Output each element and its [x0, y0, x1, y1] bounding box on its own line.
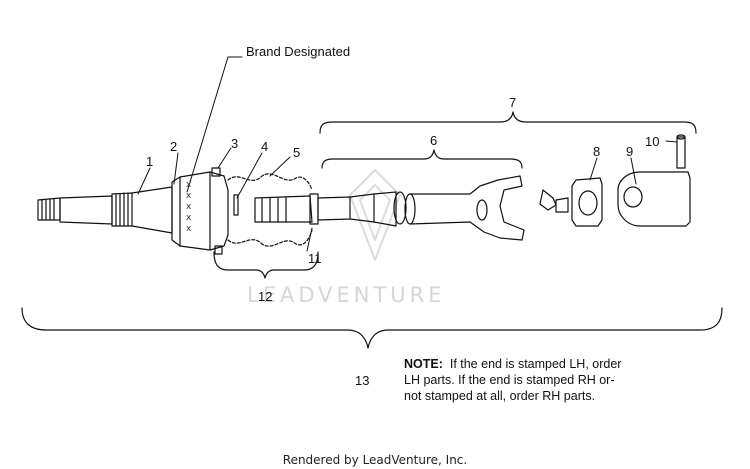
note-line-1: NOTE: If the end is stamped LH, order — [404, 356, 664, 372]
part-label-9: 9 — [626, 144, 634, 159]
roll-pin-part-10 — [676, 134, 686, 169]
cv-housing-part-2 — [171, 167, 229, 255]
snap-ring-part-4 — [233, 194, 239, 216]
part-label-4: 4 — [261, 139, 269, 154]
clamp-part-5 — [227, 173, 313, 247]
part-label-7: 7 — [509, 95, 517, 110]
stamp-mark: x — [186, 191, 192, 201]
stamp-mark: x — [186, 224, 192, 234]
note-text-1: If the end is stamped LH, order — [449, 357, 622, 371]
note-line-2: LH parts. If the end is stamped RH or- — [404, 373, 615, 387]
brand-designated-label: Brand Designated — [246, 44, 351, 59]
part-label-13: 13 — [355, 373, 370, 388]
part-label-10: 10 — [645, 134, 660, 149]
stamp-mark: x — [186, 213, 192, 223]
watermark-text: LEADVENTURE — [247, 283, 446, 307]
part-label-12: 12 — [258, 289, 273, 304]
brace-part-6 — [321, 149, 523, 169]
u-joint-part-8 — [539, 177, 603, 227]
part-label-6: 6 — [430, 133, 438, 148]
yoke-shaft-part-6 — [404, 175, 525, 241]
leader-lines — [137, 56, 678, 252]
ordering-note: NOTE: If the end is stamped LH, order LH… — [404, 356, 664, 404]
stamp-mark: x — [186, 180, 192, 190]
part-label-5: 5 — [293, 145, 301, 160]
brace-part-13 — [21, 307, 723, 349]
part-label-2: 2 — [170, 139, 178, 154]
brace-part-12 — [213, 251, 319, 279]
footer-credit: Rendered by LeadVenture, Inc. — [282, 453, 468, 467]
part-label-3: 3 — [231, 136, 239, 151]
part-label-8: 8 — [593, 144, 601, 159]
yoke-part-9 — [617, 171, 691, 227]
watermark-logo-icon — [349, 169, 401, 261]
stamp-mark: x — [186, 202, 192, 212]
part-label-1: 1 — [146, 154, 154, 169]
inner-shaft-part-11 — [254, 191, 407, 227]
note-line-3: not stamped at all, order RH parts. — [404, 389, 596, 403]
brace-part-7 — [319, 111, 697, 134]
stub-shaft-part-1 — [37, 186, 173, 234]
part-label-11: 11 — [308, 251, 322, 266]
note-heading: NOTE: — [404, 357, 443, 371]
